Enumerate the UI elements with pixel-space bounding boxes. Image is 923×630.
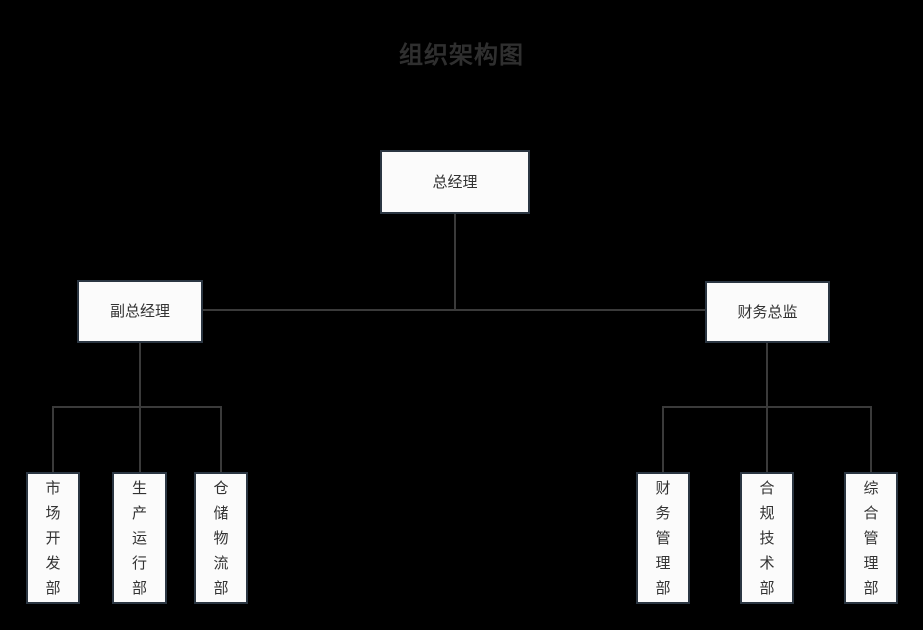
connector-right-child-3	[870, 406, 872, 472]
node-finance-director[interactable]: 财务总监	[705, 281, 830, 343]
connector-right-child-2	[766, 406, 768, 472]
node-label: 财务总监	[737, 302, 798, 321]
node-warehousing-logistics-dept[interactable]: 仓储物流部	[194, 472, 248, 604]
node-label: 总经理	[432, 172, 478, 191]
connector-left-child-2	[139, 406, 141, 472]
node-label: 生产运行部	[132, 478, 148, 597]
connector-deputy-down	[139, 343, 141, 407]
node-label: 合规技术部	[759, 478, 775, 597]
page-title: 组织架构图	[399, 41, 524, 69]
node-market-development-dept[interactable]: 市场开发部	[26, 472, 80, 604]
connector-left-bus	[52, 406, 222, 408]
node-deputy-general-manager[interactable]: 副总经理	[77, 280, 203, 343]
node-financial-management-dept[interactable]: 财务管理部	[636, 472, 690, 604]
node-compliance-technology-dept[interactable]: 合规技术部	[740, 472, 794, 604]
node-general-manager[interactable]: 总经理	[380, 150, 530, 214]
connector-left-child-1	[52, 406, 54, 472]
node-general-management-dept[interactable]: 综合管理部	[844, 472, 898, 604]
node-label: 市场开发部	[45, 478, 61, 597]
node-label: 副总经理	[109, 302, 170, 320]
node-label: 财务管理部	[655, 478, 671, 597]
connector-right-child-1	[662, 406, 664, 472]
connector-level2-bus	[202, 309, 706, 311]
node-production-operations-dept[interactable]: 生产运行部	[112, 472, 167, 604]
node-label: 仓储物流部	[213, 478, 229, 597]
connector-root-down	[454, 214, 456, 310]
node-label: 综合管理部	[863, 478, 879, 597]
connector-finance-down	[766, 343, 768, 407]
connector-left-child-3	[220, 406, 222, 472]
